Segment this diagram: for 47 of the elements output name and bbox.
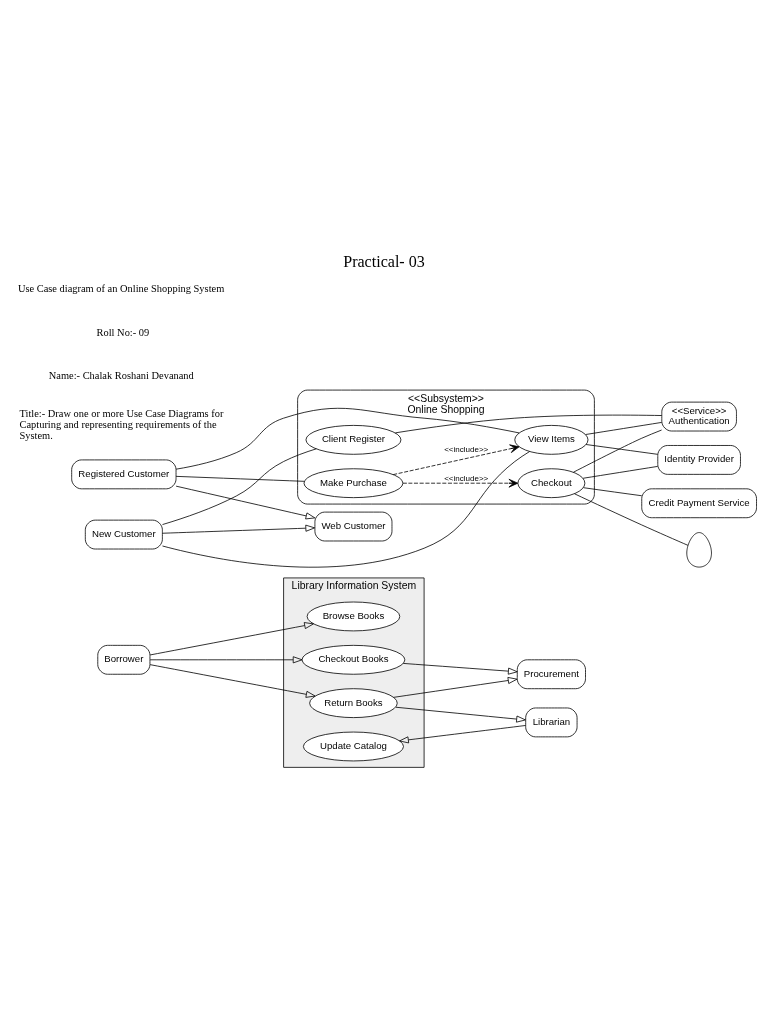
node-person <box>686 531 712 567</box>
connector <box>175 475 305 482</box>
node-box: Registered Customer <box>71 459 177 489</box>
node-ellipse: Make Purchase <box>303 467 404 498</box>
node-box: Identity Provider <box>657 444 741 475</box>
label: Use Case diagram of an Online Shopping System <box>17 282 225 294</box>
arrow <box>402 478 519 488</box>
arrow <box>149 621 314 655</box>
node-box: Procurement <box>516 658 586 689</box>
edge-label: <<include>> <box>444 473 489 483</box>
edge-label: <<include>> <box>444 444 489 454</box>
arrow <box>392 443 520 475</box>
arrow <box>149 663 316 698</box>
node-box: <<Service>> Authentication <box>661 401 737 431</box>
node-ellipse: View Items <box>514 424 589 455</box>
connector <box>394 414 663 433</box>
connector <box>573 429 662 473</box>
label: Name:- Chalak Roshani Devanand <box>48 369 194 381</box>
connector <box>585 421 663 435</box>
node-ellipse: Checkout <box>517 467 586 498</box>
arrow <box>399 724 526 743</box>
connector <box>162 447 317 525</box>
node-ellipse: Return Books <box>309 687 398 718</box>
arrow <box>149 655 303 663</box>
node-ellipse: Client Register <box>305 424 402 455</box>
arrow <box>402 662 518 675</box>
connector <box>585 443 658 455</box>
arrow <box>393 676 518 698</box>
connector <box>574 492 689 546</box>
arrow <box>175 485 316 519</box>
label: Roll No:- 09 <box>96 326 150 338</box>
label: Title:- Draw one or more Use Case Diagrams for Capturing and representing requirements of the System. <box>19 407 224 441</box>
node-box: Librarian <box>525 707 578 737</box>
node-ellipse: Update Catalog <box>303 731 404 761</box>
connector <box>582 465 659 479</box>
node-ellipse: Browse Books <box>306 601 401 631</box>
connector <box>583 486 643 496</box>
diagram-title: Practical- 03 <box>343 252 425 270</box>
connector <box>175 407 520 470</box>
connector <box>162 450 531 568</box>
arrow <box>395 706 526 723</box>
node-ellipse: Checkout Books <box>301 644 406 675</box>
node-box: Credit Payment Service <box>641 487 757 518</box>
node-box: Borrower <box>97 644 151 675</box>
arrow <box>162 524 316 534</box>
node-box: New Customer <box>84 519 163 549</box>
node-box: Web Customer <box>314 511 393 541</box>
